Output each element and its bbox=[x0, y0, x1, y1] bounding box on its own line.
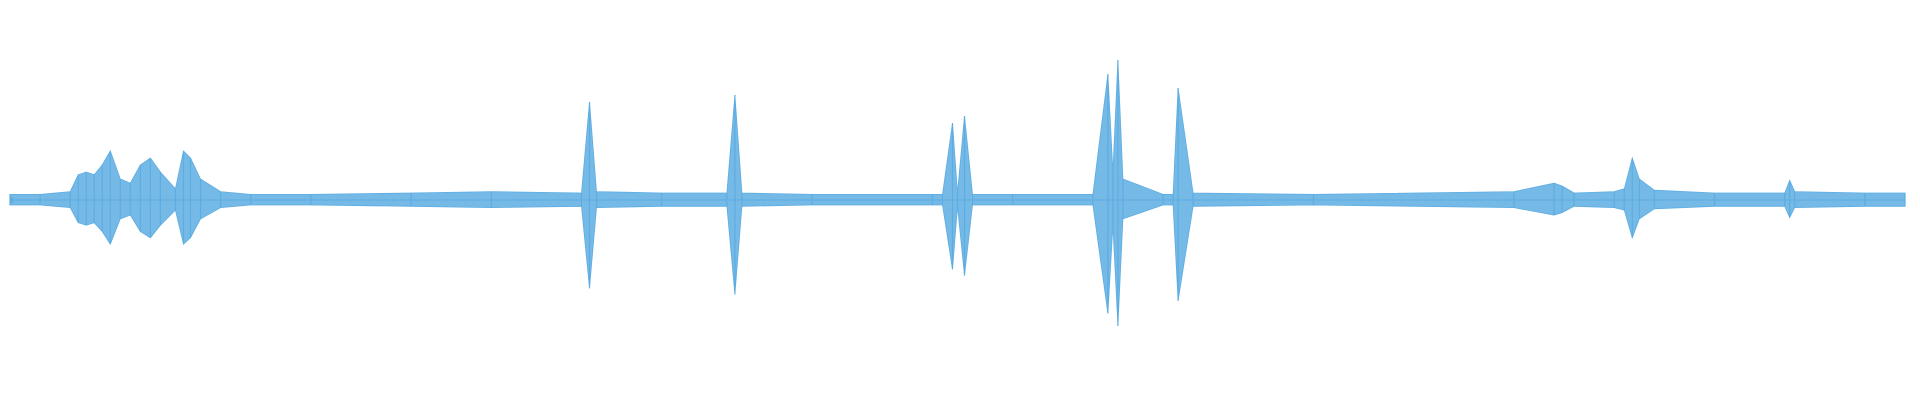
waveform-start-marker bbox=[10, 196, 15, 204]
waveform-marks bbox=[9, 59, 1906, 327]
